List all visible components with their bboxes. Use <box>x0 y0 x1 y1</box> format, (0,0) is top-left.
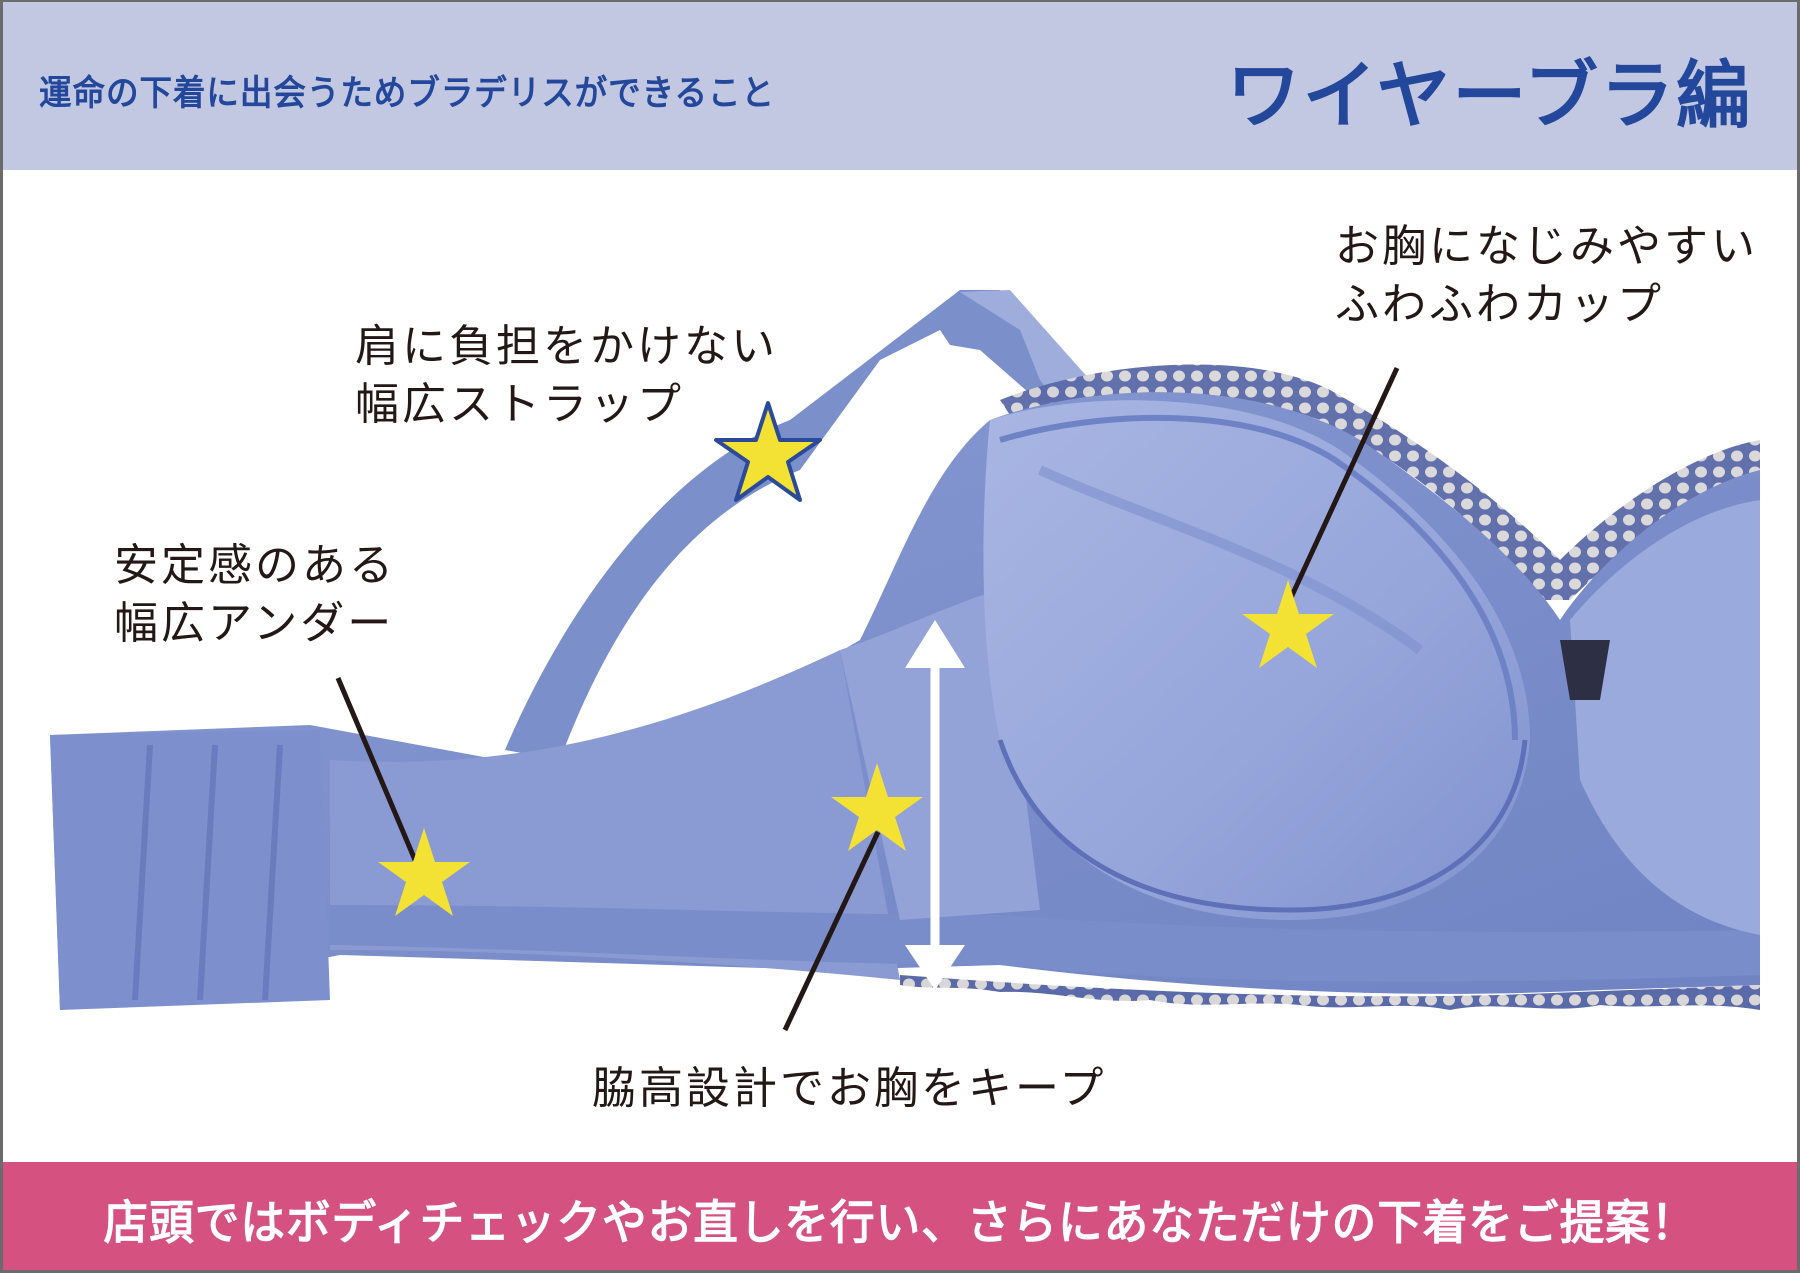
callout-under-line2: 幅広アンダー <box>114 598 395 649</box>
height-arrow <box>905 620 965 990</box>
callout-cup-line2: ふわふわカップ <box>1335 279 1664 330</box>
callout-side: 脇高設計でお胸をキープ <box>592 1060 1106 1118</box>
callout-strap: 肩に負担をかけない 幅広ストラップ <box>355 318 778 434</box>
header-subtitle: 運命の下着に出会うためブラデリスができること <box>39 74 775 114</box>
callout-under-line1: 安定感のある <box>114 540 396 591</box>
footer-banner: 店頭ではボディチェックやお直しを行い、さらにあなただけの下着をご提案！ <box>3 1162 1797 1270</box>
star-marker-side <box>831 763 923 851</box>
callout-side-line1: 脇高設計でお胸をキープ <box>592 1063 1107 1114</box>
header-title: ワイヤーブラ編 <box>1226 53 1752 139</box>
footer-message: 店頭ではボディチェックやお直しを行い、さらにあなただけの下着をご提案！ <box>103 1196 1697 1251</box>
star-marker-under <box>378 828 470 916</box>
bra-product-photo <box>50 290 1760 1032</box>
callout-strap-line2: 幅広ストラップ <box>355 379 684 430</box>
callout-cup-line1: お胸になじみやすい <box>1335 221 1758 272</box>
callout-under: 安定感のある 幅広アンダー <box>114 537 396 653</box>
star-marker-strap <box>714 401 822 502</box>
header-banner: 運命の下着に出会うためブラデリスができること ワイヤーブラ編 <box>3 2 1797 170</box>
callout-strap-line1: 肩に負担をかけない <box>355 321 778 372</box>
star-marker-cup <box>1242 580 1334 668</box>
callout-cup: お胸になじみやすい ふわふわカップ <box>1335 218 1758 334</box>
